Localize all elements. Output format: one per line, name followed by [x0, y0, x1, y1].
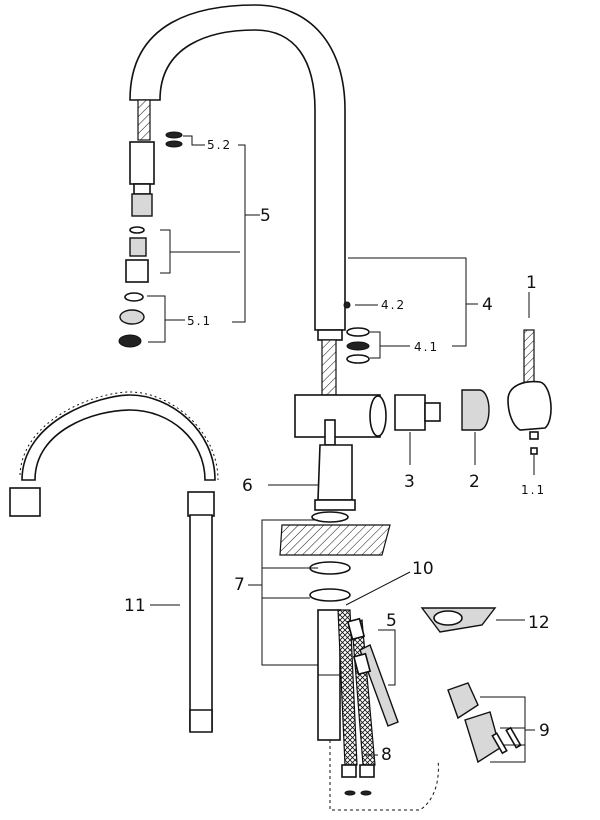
- base-plate: [420, 607, 497, 633]
- label-6: 6: [242, 476, 253, 496]
- part-labels: 1 1.1 2 3 4 4.1 4.2 5 5.1 5.2 5 6 7 8 9 …: [124, 138, 550, 765]
- base-column: [314, 444, 356, 511]
- label-4-2: 4.2: [381, 298, 406, 312]
- spray-head-assembly: [118, 99, 183, 348]
- label-10: 10: [412, 559, 434, 579]
- label-8: 8: [381, 745, 392, 765]
- label-3: 3: [404, 472, 415, 492]
- cover-ring: [461, 389, 490, 431]
- valve-body: [294, 394, 387, 446]
- label-5: 5: [260, 206, 271, 226]
- label-12: 12: [528, 613, 550, 633]
- cartridge: [394, 394, 441, 431]
- label-11: 11: [124, 596, 146, 616]
- label-9: 9: [539, 721, 550, 741]
- label-2: 2: [469, 472, 480, 492]
- spout-seals: [343, 301, 370, 364]
- coil-spring: [9, 391, 219, 733]
- countertop: [279, 511, 391, 741]
- leader-lines: [147, 135, 535, 763]
- lever-handle: [507, 329, 552, 455]
- label-1-1: 1.1: [521, 483, 546, 497]
- label-7: 7: [234, 575, 245, 595]
- hoses: [329, 609, 439, 811]
- spout: [129, 4, 346, 396]
- label-5-hose: 5: [386, 611, 397, 631]
- label-5-2: 5.2: [207, 138, 232, 152]
- label-4-1: 4.1: [414, 340, 439, 354]
- label-4: 4: [482, 295, 493, 315]
- label-1: 1: [526, 273, 537, 293]
- mounting-clamps: [447, 682, 522, 764]
- label-5-1: 5.1: [187, 314, 212, 328]
